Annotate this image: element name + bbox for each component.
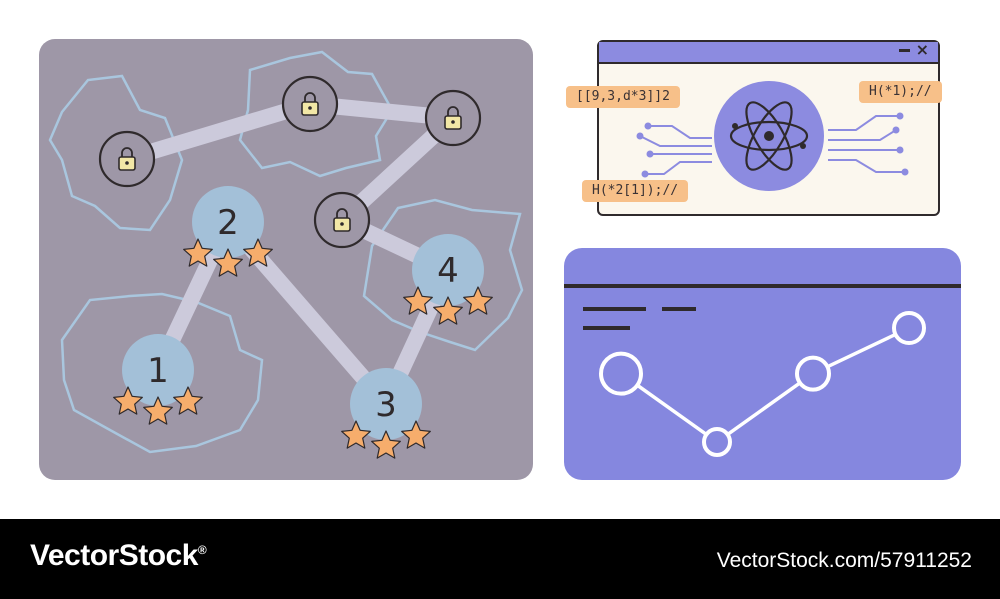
close-icon[interactable]: × bbox=[915, 40, 929, 59]
star-icon bbox=[401, 420, 431, 449]
level-node-2[interactable]: 2 bbox=[183, 186, 273, 277]
star-icon bbox=[213, 248, 243, 277]
map-regions bbox=[48, 50, 524, 454]
star-icon bbox=[371, 430, 401, 459]
level-number: 4 bbox=[437, 251, 459, 291]
lock-node[interactable] bbox=[281, 75, 339, 133]
level-node-4[interactable]: 4 bbox=[403, 234, 493, 325]
map-region-outline bbox=[48, 74, 184, 232]
code-snippet-tag: H(*2[1]);// bbox=[582, 180, 689, 202]
star-icon bbox=[113, 386, 143, 415]
lock-icon bbox=[301, 92, 319, 116]
lock-node[interactable] bbox=[98, 130, 156, 188]
lock-node[interactable] bbox=[424, 89, 482, 147]
star-icon bbox=[243, 238, 273, 267]
level-number: 3 bbox=[375, 385, 397, 425]
map-path bbox=[119, 96, 318, 167]
chart-point bbox=[892, 311, 926, 345]
chart-point bbox=[599, 351, 643, 396]
lock-node[interactable] bbox=[313, 191, 371, 249]
unlocked-levels: 1 2 3 4 bbox=[113, 186, 493, 459]
level-number: 1 bbox=[147, 351, 169, 391]
map-region-outline bbox=[60, 292, 264, 454]
star-icon bbox=[173, 386, 203, 415]
level-number: 2 bbox=[217, 203, 239, 243]
brand-logo: VectorStock® bbox=[30, 539, 207, 572]
map-region-outline bbox=[238, 50, 394, 178]
minimize-icon[interactable] bbox=[899, 49, 910, 52]
lock-icon bbox=[444, 106, 462, 130]
chart-header bbox=[564, 284, 961, 330]
chart-point bbox=[702, 427, 732, 457]
lock-icon bbox=[333, 208, 351, 232]
lock-icon bbox=[118, 147, 136, 171]
circuit-nodes bbox=[636, 112, 909, 178]
line-chart bbox=[599, 311, 926, 457]
window-title-bar: × bbox=[599, 40, 938, 64]
chart-line bbox=[619, 326, 910, 445]
code-snippet-tag: H(*1);// bbox=[859, 81, 942, 103]
code-snippet-tag: [[9,3,d*3]]2 bbox=[566, 86, 680, 108]
atom-icon bbox=[714, 81, 824, 191]
image-id: VectorStock.com/57911252 bbox=[716, 549, 972, 572]
star-icon bbox=[463, 286, 493, 315]
map-region-outline bbox=[362, 198, 524, 352]
level-node-3[interactable]: 3 bbox=[341, 368, 431, 459]
level-node-1[interactable]: 1 bbox=[113, 334, 203, 425]
illustration-canvas: 1 2 3 4 bbox=[48, 50, 961, 459]
star-icon bbox=[143, 396, 173, 425]
star-icon bbox=[403, 286, 433, 315]
star-icon bbox=[183, 238, 213, 267]
star-icon bbox=[433, 296, 463, 325]
circuit-lines bbox=[639, 115, 905, 175]
star-icon bbox=[341, 420, 371, 449]
chart-point bbox=[795, 355, 831, 392]
locked-levels bbox=[98, 75, 482, 249]
footer-bar: VectorStock® VectorStock.com/57911252 bbox=[0, 519, 1000, 599]
